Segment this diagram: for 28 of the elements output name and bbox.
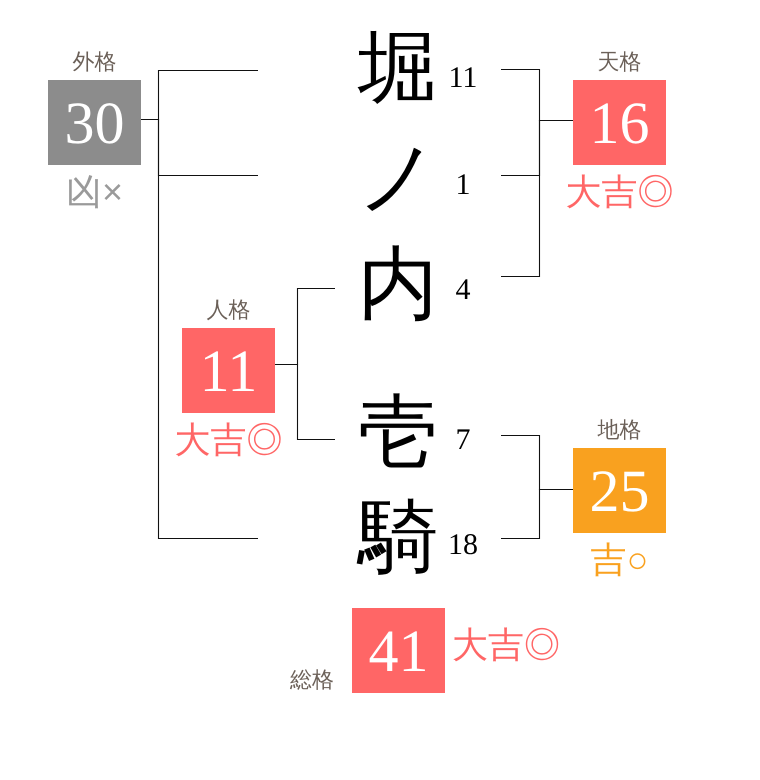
stroke-count: 18: [447, 530, 479, 560]
name-character: 騎: [356, 496, 439, 580]
fortune-label: 大吉◎: [174, 420, 282, 460]
bracket-line: [501, 488, 573, 540]
bracket-line: [501, 120, 573, 278]
category-label: 地格: [598, 417, 642, 443]
name-character: 堀: [356, 27, 439, 111]
name-character: ノ: [356, 136, 440, 220]
score-number: 30: [64, 90, 124, 154]
stroke-count: 7: [454, 425, 472, 455]
score-number: 41: [368, 618, 428, 682]
fortune-label: 凶×: [66, 172, 124, 212]
stroke-count: 1: [454, 170, 472, 200]
bracket-line: [275, 364, 335, 440]
score-number: 16: [590, 90, 650, 154]
score-number: 11: [200, 338, 258, 402]
name-character: 内: [357, 243, 439, 327]
fortune-label: 大吉◎: [452, 625, 560, 665]
fortune-label: 大吉◎: [566, 172, 674, 212]
category-label: 天格: [598, 49, 642, 75]
category-label: 外格: [72, 49, 116, 75]
category-label: 人格: [206, 297, 250, 323]
fortune-label: 吉○: [590, 540, 648, 580]
category-label: 総格: [290, 667, 334, 693]
stroke-count: 4: [454, 275, 472, 305]
name-character: 壱: [357, 391, 439, 475]
stroke-count: 11: [448, 63, 478, 93]
score-number: 25: [590, 458, 650, 522]
